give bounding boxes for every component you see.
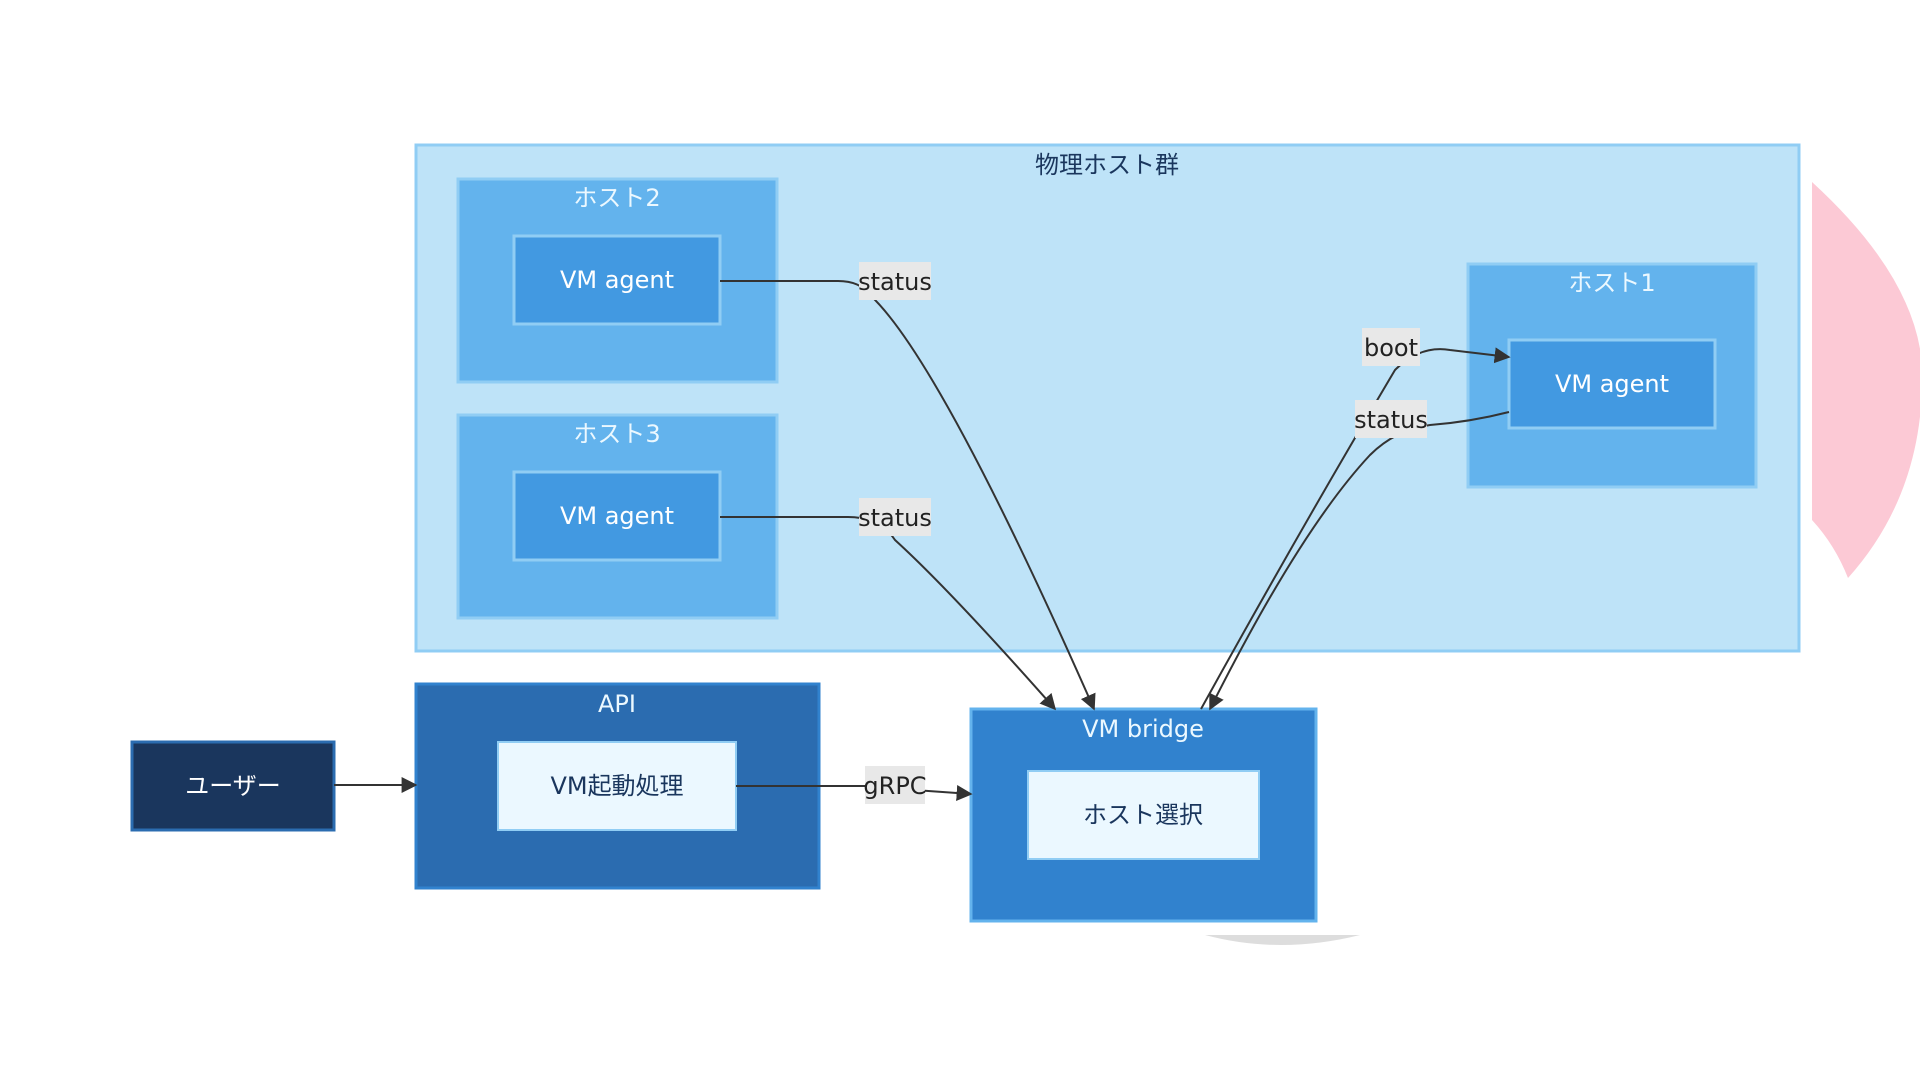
host3-vm-agent-label: VM agent [560,502,674,530]
edge-label-grpc: gRPC [863,766,927,804]
edge-label-host3-status: status [858,498,932,536]
user-node: ユーザー [130,740,336,832]
host3-vm-agent-node: VM agent [512,470,722,562]
edge-host1-status-to-bridge [1209,411,1510,711]
host2-title: ホスト2 [573,184,660,212]
edge-host2-status-to-bridge [720,280,1096,711]
host1-vm-agent-label: VM agent [1555,370,1669,398]
edge-label-host1-boot: boot [1362,328,1420,366]
edge-label-host1-boot-text: boot [1364,334,1418,362]
edge-label-host3-status-text: status [858,504,932,532]
edge-label-grpc-text: gRPC [863,772,926,800]
physical-hosts-title: 物理ホスト群 [1035,151,1179,179]
vm-bridge-title: VM bridge [1082,715,1204,743]
vm-boot-process-node: VM起動処理 [497,741,737,831]
user-label: ユーザー [185,772,281,800]
edge-label-host2-status: status [858,262,932,300]
decorative-gray-shape [1205,935,1360,945]
vm-bridge-group: VM bridge ホスト選択 [969,707,1318,923]
vm-boot-process-label: VM起動処理 [550,772,683,800]
host2-vm-agent-node: VM agent [512,234,722,326]
decorative-pink-shape [1812,182,1920,578]
host3-title: ホスト3 [573,420,660,448]
host-select-label: ホスト選択 [1083,801,1203,829]
host-select-node: ホスト選択 [1027,770,1260,860]
edge-label-host1-status-text: status [1354,406,1428,434]
edge-label-host1-status: status [1354,400,1428,438]
host1-vm-agent-node: VM agent [1507,338,1717,430]
api-title: API [598,690,636,718]
host2-vm-agent-label: VM agent [560,266,674,294]
host1-title: ホスト1 [1568,269,1655,297]
edge-bridge-boot-to-host1 [1200,347,1511,710]
host1-group: ホスト1 VM agent [1466,262,1758,489]
edge-label-host2-status-text: status [858,268,932,296]
